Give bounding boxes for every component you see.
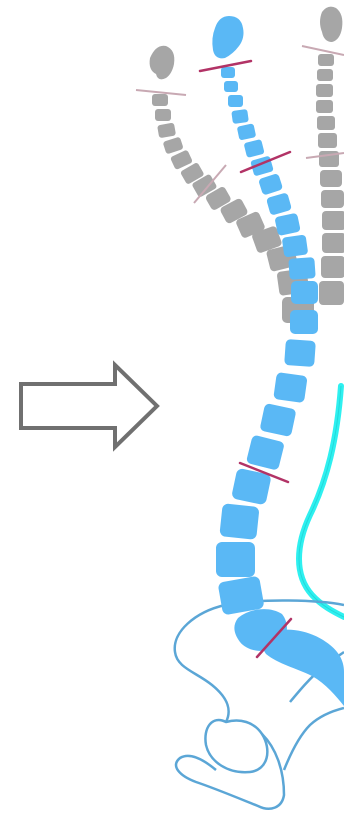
vertebra <box>237 123 257 140</box>
vertebra <box>317 69 333 81</box>
vertebra <box>228 95 243 107</box>
vertebra <box>224 81 238 92</box>
vertebra <box>291 281 318 304</box>
vertebra <box>318 133 337 148</box>
vertebra <box>246 435 285 471</box>
right-arrow-icon <box>21 365 157 447</box>
vertebra-atlas <box>212 16 243 58</box>
vertebra <box>318 54 334 66</box>
vertebra <box>221 67 235 78</box>
vertebra <box>273 372 307 403</box>
vertebra <box>163 137 184 155</box>
vertebra <box>219 503 259 540</box>
vertebra <box>290 310 318 334</box>
pubis <box>284 708 344 770</box>
vertebra <box>216 542 255 577</box>
vertebra <box>288 257 315 280</box>
vertebra <box>244 139 265 158</box>
vertebra <box>157 123 176 139</box>
vertebra <box>322 211 344 230</box>
vertebra <box>317 116 335 130</box>
vertebra <box>231 109 249 124</box>
vertebra <box>320 7 342 42</box>
vertebra <box>322 233 344 253</box>
vertebra <box>282 234 309 257</box>
vertebra <box>316 100 333 113</box>
vertebra <box>321 256 344 278</box>
vertebra <box>266 192 292 215</box>
vertebra <box>150 46 175 80</box>
vertebra <box>274 213 300 236</box>
hip-joint-ring <box>205 720 267 772</box>
vertebra <box>320 170 342 187</box>
vertebra <box>321 190 344 208</box>
vertebra <box>284 339 316 367</box>
sacrum <box>263 630 344 706</box>
vertebra <box>155 109 171 121</box>
vertebra <box>258 173 283 196</box>
vertebra <box>218 576 265 616</box>
vertebra <box>316 84 333 97</box>
vertebra <box>259 403 296 437</box>
vertebra <box>152 94 168 106</box>
vertebra <box>319 281 344 305</box>
